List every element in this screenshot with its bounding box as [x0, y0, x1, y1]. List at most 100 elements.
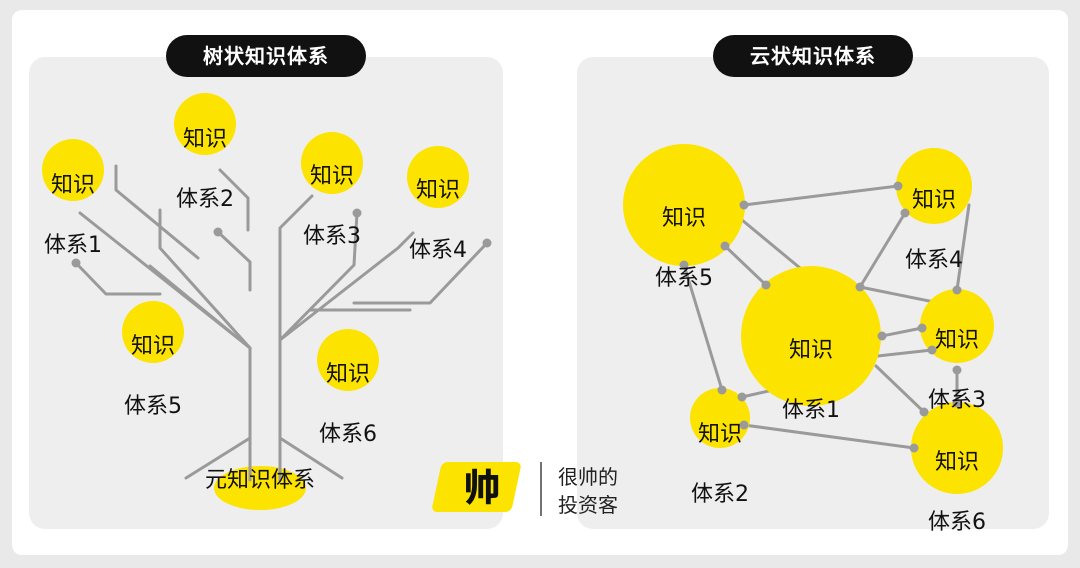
cloud-node-4-line2: 体系4 [905, 248, 963, 273]
tree-node-5-highlight [122, 301, 184, 363]
tree-branch [216, 230, 252, 292]
tree-node-4-label: 知识 体系4 [398, 146, 478, 296]
edge-dot [877, 331, 887, 341]
edge-dot [952, 285, 962, 295]
cloud-node-3-circle [920, 289, 994, 363]
tree-node-3-line1: 知识 [309, 164, 354, 189]
brand-name-line2: 投资客 [558, 493, 618, 517]
tree-node-2-highlight [174, 93, 236, 155]
cloud-node-4-circle [896, 148, 972, 224]
cloud-edge-1-6 [874, 364, 926, 414]
edge-dot [917, 323, 927, 333]
cloud-node-1-line2: 体系1 [782, 398, 840, 423]
tree-branch [158, 208, 252, 482]
edge-dot [927, 345, 937, 355]
tree-highlights [42, 93, 469, 510]
tree-root-branch [184, 436, 252, 480]
edge-dot [952, 398, 962, 408]
cloud-node-2-line1: 知识 [697, 422, 742, 447]
cloud-node-3-label: 知识 体系3 [917, 296, 997, 446]
tree-branches [74, 164, 489, 482]
brand-name-line1: 很帅的 [558, 465, 618, 489]
tree-root-branch [278, 436, 344, 480]
tree-branch [278, 231, 415, 482]
tree-node-5-label: 知识 体系5 [113, 302, 193, 452]
edge-dot [919, 407, 929, 417]
tree-node-1-line2: 体系1 [44, 233, 102, 258]
cloud-node-2-line2: 体系2 [691, 482, 749, 507]
edge-dot [909, 443, 919, 453]
brand-name: 很帅的 投资客 [558, 463, 618, 519]
tree-node-2-line1: 知识 [182, 127, 227, 152]
cloud-node-4-line1: 知识 [911, 188, 956, 213]
cloud-edges [682, 184, 971, 450]
tree-branch [278, 211, 359, 342]
edge-dot [679, 260, 689, 270]
cloud-node-6-line1: 知识 [934, 450, 979, 475]
tree-node-6-line2: 体系6 [319, 422, 377, 447]
cloud-edge-1-3b [880, 326, 924, 338]
tree-node-2-line2: 体系2 [176, 187, 234, 212]
cloud-node-5-line2: 体系5 [655, 266, 713, 291]
edge-dot [855, 282, 865, 292]
edge-dot [761, 280, 771, 290]
edge-dot [900, 208, 910, 218]
tree-node-4-line1: 知识 [415, 178, 460, 203]
tree-node-4-highlight [407, 146, 469, 208]
edge-dot [737, 392, 747, 402]
cloud-node-2-circle [690, 388, 750, 448]
tree-branch [148, 264, 252, 350]
tree-branch [278, 194, 314, 342]
cloud-node-2-label: 知识 体系2 [680, 390, 760, 540]
cloud-node-6-circle [911, 402, 1003, 494]
tree-node-3-line2: 体系3 [303, 224, 361, 249]
cloud-edge-1-3c [876, 348, 934, 358]
tree-branch [114, 164, 200, 260]
tree-node-4-line2: 体系4 [409, 238, 467, 263]
tree-node-6-label: 知识 体系6 [308, 330, 388, 480]
edge-dot [720, 241, 730, 251]
tree-node-6-line1: 知识 [325, 362, 370, 387]
cloud-edge-5-1b [723, 244, 768, 287]
cloud-node-3-line1: 知识 [934, 328, 979, 353]
cloud-edge-5-2 [682, 263, 724, 392]
cloud-node-5-line1: 知识 [661, 206, 706, 231]
tree-root-label: 元知识体系 [204, 468, 315, 493]
edge-dot [717, 385, 727, 395]
cloud-edge-4-1 [858, 211, 907, 289]
tree-node-1-label: 知识 体系1 [33, 141, 113, 291]
brand-logo: 帅 [432, 462, 542, 516]
branch-tip-dot [352, 208, 362, 218]
cloud-node-6-line2: 体系6 [928, 510, 986, 535]
branch-tip-dot [213, 227, 223, 237]
cloud-edge-1-3 [858, 285, 936, 304]
tree-branch-tips [71, 208, 492, 268]
branch-tip-dot [71, 258, 81, 268]
tree-branch [74, 261, 162, 296]
tree-node-1-line1: 知识 [50, 173, 95, 198]
tree-node-3-label: 知识 体系3 [292, 132, 372, 282]
cloud-edge-5-4 [742, 184, 900, 207]
tree-root-highlight [214, 466, 306, 510]
tree-node-6-highlight [317, 329, 379, 391]
logo-background [432, 462, 521, 512]
tree-branch [218, 168, 250, 232]
edge-dot [739, 200, 749, 210]
tree-branch [352, 241, 489, 305]
edge-dot [739, 420, 749, 430]
cloud-title-pill: 云状知识体系 [713, 35, 913, 77]
tree-title-pill: 树状知识体系 [166, 35, 366, 77]
logo-glyph: 帅 [464, 468, 500, 509]
cloud-node-4-label: 知识 体系4 [894, 156, 974, 306]
cloud-node-1-circle [741, 266, 881, 406]
cloud-node-5-circle [623, 144, 745, 266]
tree-node-3-highlight [301, 132, 363, 194]
cloud-edge-2-6 [742, 423, 916, 450]
tree-node-2-label: 知识 体系2 [165, 95, 245, 245]
tree-node-5-line2: 体系5 [124, 394, 182, 419]
cloud-edge-dots [679, 181, 962, 453]
tree-node-1-highlight [42, 139, 104, 201]
branch-tip-dot [482, 238, 492, 248]
cloud-edge-5-1 [740, 218, 802, 270]
